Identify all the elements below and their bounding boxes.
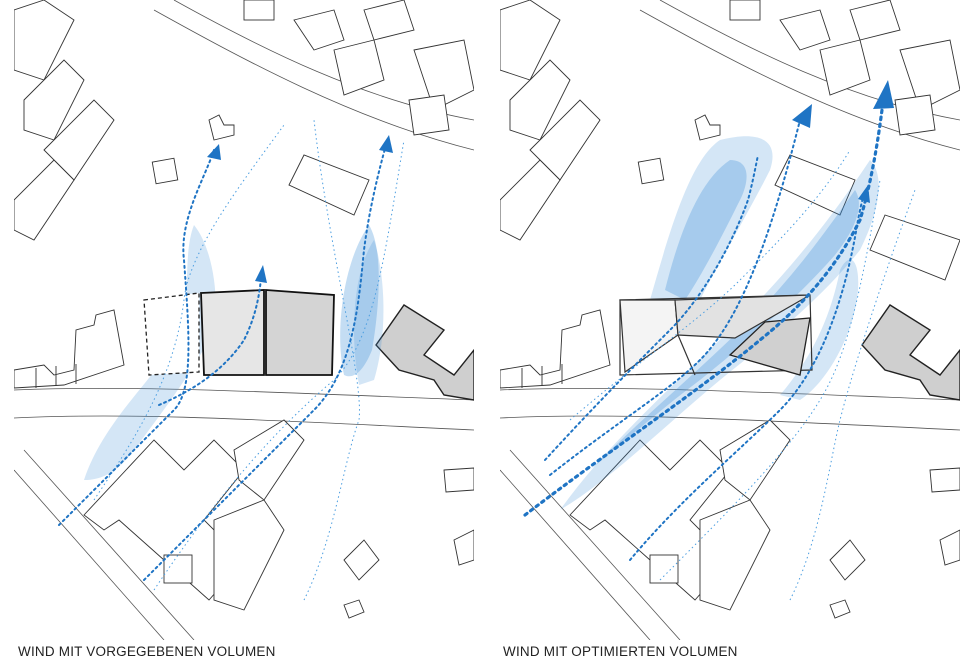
wind-paths bbox=[58, 119, 405, 601]
caption-given-volumes: WIND MIT VORGEGEBENEN VOLUMEN bbox=[18, 644, 276, 659]
wind-zones bbox=[560, 136, 879, 510]
site-plan-left-svg bbox=[14, 0, 474, 640]
site-plan-right-svg bbox=[500, 0, 960, 640]
context-lines bbox=[500, 0, 960, 640]
context-lines bbox=[14, 0, 474, 640]
planned-volumes bbox=[143, 289, 335, 376]
caption-optimized-volumes: WIND MIT OPTIMIERTEN VOLUMEN bbox=[503, 644, 738, 659]
site-plan-optimized-volumes bbox=[500, 0, 960, 640]
site-plan-given-volumes bbox=[14, 0, 474, 640]
optimized-volumes bbox=[619, 294, 813, 376]
wind-paths bbox=[523, 80, 916, 601]
